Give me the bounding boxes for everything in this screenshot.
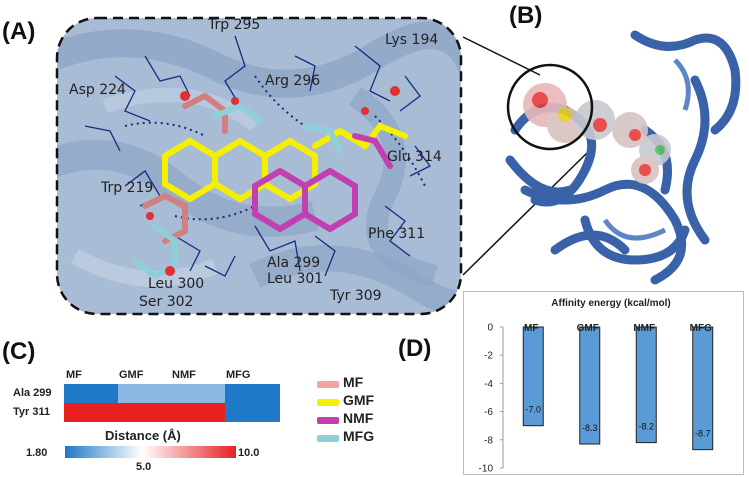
residue-label: Asp 224: [69, 82, 126, 98]
heatmap-row-label: Ala 299: [13, 387, 52, 399]
legend-swatch-nmf: [317, 417, 339, 424]
affinity-energy-chart: Affinity energy (kcal/mol) 0 -2 -4 -6 -8 -10 M…: [479, 298, 714, 475]
colorbar-mid-label: 5.0: [136, 461, 152, 473]
heatmap-cell: [64, 384, 119, 403]
residue-label: Trp 295: [208, 17, 261, 33]
colorbar-title: Distance (Å): [105, 428, 181, 443]
residue-label: Ala 299: [267, 255, 321, 271]
panel-d-label: (D): [398, 335, 432, 362]
data-label: -7.0: [525, 405, 541, 415]
data-label: -8.7: [695, 429, 711, 439]
heatmap-column-label: MFG: [226, 369, 251, 381]
category-label: NMF: [633, 323, 655, 334]
legend-label: GMF: [343, 392, 375, 408]
heatmap-cell: [225, 384, 280, 403]
category-label: GMF: [577, 323, 599, 334]
data-label: -8.3: [582, 423, 598, 433]
y-tick-label: -4: [484, 379, 493, 390]
protein-overview-illustration: [505, 30, 741, 285]
legend-label: MF: [343, 374, 364, 390]
bar: [635, 326, 657, 444]
y-tick-label: -8: [484, 435, 493, 446]
residue-label: Lys 194: [385, 32, 439, 48]
residue-label: Tyr 309: [330, 288, 382, 304]
heatmap-row-label: Tyr 311: [13, 406, 51, 418]
heatmap-cell: [225, 403, 280, 422]
heatmap-cell: [171, 403, 226, 422]
y-tick-label: -2: [484, 351, 493, 362]
docking-pose-view: Trp 295 Lys 194 Arg 296 Asp 224 Glu 314 …: [55, 16, 463, 316]
panel-b-label: (B): [509, 2, 543, 29]
residue-label: Leu 301: [267, 271, 324, 287]
residue-label: Arg 296: [265, 73, 321, 89]
residue-label: Leu 300: [148, 276, 205, 292]
residue-label: Phe 311: [368, 226, 426, 242]
colorbar-min-label: 1.80: [26, 447, 48, 459]
y-tick-label: 0: [487, 323, 493, 334]
heatmap-cell: [117, 403, 172, 422]
heatmap-cells: [64, 384, 280, 422]
panel-a-label: (A): [2, 18, 36, 45]
category-label: MF: [524, 323, 538, 334]
bar: [692, 326, 714, 451]
heatmap-column-label: MF: [66, 369, 82, 381]
heatmap-column-label: GMF: [119, 369, 144, 381]
distance-colorbar: [65, 446, 236, 458]
data-label: -8.2: [638, 422, 654, 432]
chart-title: Affinity energy (kcal/mol): [551, 298, 670, 309]
colorbar-max-label: 10.0: [238, 447, 260, 459]
legend-swatch-mf: [317, 381, 339, 388]
residue-label: Trp 219: [101, 180, 154, 196]
heatmap-cell: [117, 384, 172, 403]
bar: [579, 326, 601, 445]
legend-swatch-gmf: [317, 399, 339, 406]
y-tick-label: -6: [484, 407, 493, 418]
residue-label: Ser 302: [139, 294, 194, 310]
heatmap-cell: [64, 403, 119, 422]
legend-swatch-mfg: [317, 435, 339, 442]
heatmap-cell: [171, 384, 226, 403]
heatmap-column-label: NMF: [172, 369, 196, 381]
legend-label: NMF: [343, 410, 374, 426]
panel-c-label: (C): [2, 338, 36, 365]
category-label: MFG: [690, 323, 712, 334]
bar: [522, 326, 544, 427]
legend-label: MFG: [343, 428, 375, 444]
residue-label: Glu 314: [387, 149, 442, 165]
docking-pose-illustration: [55, 16, 463, 316]
y-tick-label: -10: [479, 464, 494, 475]
